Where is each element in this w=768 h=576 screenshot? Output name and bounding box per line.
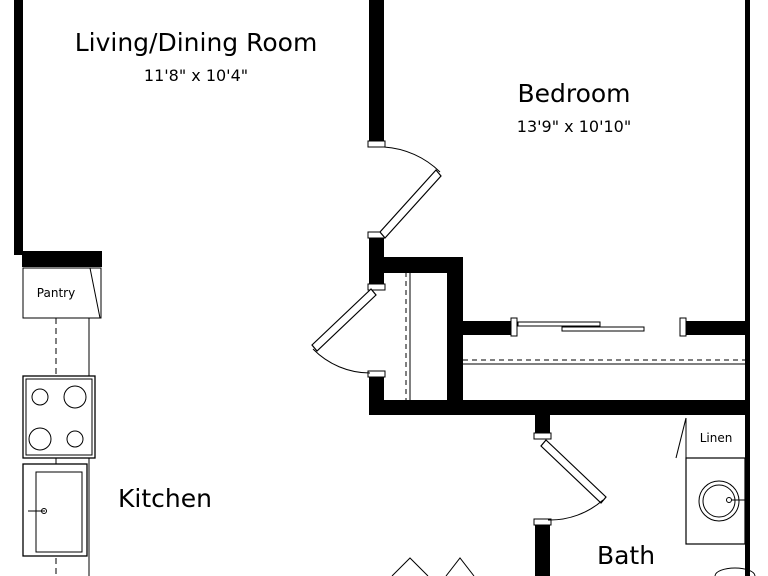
bath-wall-lower	[535, 522, 550, 576]
bath-wall-upper	[535, 414, 550, 436]
bedroom-door	[379, 146, 442, 239]
room-name: Kitchen	[118, 484, 212, 513]
bath-label: Bath	[597, 541, 655, 570]
exterior-wall-right	[745, 0, 750, 576]
closet-door	[311, 288, 377, 374]
room-name: Living/Dining Room	[74, 28, 318, 57]
door-jamb	[367, 370, 386, 378]
bath-door	[540, 439, 607, 521]
pantry-label: Pantry	[36, 286, 76, 300]
burner	[66, 430, 84, 448]
pantry-shelf	[89, 267, 101, 319]
toilet	[714, 567, 756, 576]
room-dimensions: 11'8" x 10'4"	[143, 66, 249, 85]
stove	[22, 375, 96, 459]
exterior-wall-left	[14, 0, 23, 255]
pantry-top-wall	[22, 251, 102, 267]
partition-wall-upper	[369, 0, 384, 143]
sliding-door-1	[517, 321, 601, 327]
door-jamb	[367, 283, 386, 291]
living-dining-room-label: Living/Dining Room	[75, 28, 318, 57]
corridor-bottom-wall	[369, 400, 748, 415]
door-jamb	[367, 140, 386, 148]
room-dimensions: 13'9" x 10'10"	[516, 117, 632, 136]
burner	[28, 427, 52, 451]
bath-vanity	[685, 457, 746, 545]
bedroom-closet-wall-right	[683, 321, 748, 335]
partition-wall-middle	[369, 235, 384, 287]
living-dining-room-dims: 11'8" x 10'4"	[144, 66, 248, 85]
room-name: Bedroom	[517, 79, 631, 108]
bedroom-dims: 13'9" x 10'10"	[517, 117, 631, 136]
bedroom-closet-jamb-left	[510, 317, 518, 337]
pantry-cabinet	[22, 267, 102, 319]
sink-basin	[698, 480, 740, 522]
linen-shelf	[675, 417, 687, 459]
sliding-door-2	[561, 326, 645, 332]
linen-label: Linen	[699, 431, 733, 445]
burner	[31, 388, 49, 406]
bedroom-closet-jamb-right	[679, 317, 687, 337]
refrigerator	[22, 463, 88, 557]
door-jamb	[533, 518, 552, 526]
kitchen-door-swing	[391, 557, 475, 576]
burner	[63, 385, 87, 409]
closet-right-wall	[447, 257, 463, 412]
bedroom-label: Bedroom	[517, 79, 630, 108]
room-name: Bath	[596, 541, 656, 570]
bedroom-closet-wall-left	[462, 321, 514, 335]
kitchen-label: Kitchen	[118, 484, 212, 513]
door-jamb	[533, 432, 552, 440]
closet-top-wall	[381, 257, 463, 273]
